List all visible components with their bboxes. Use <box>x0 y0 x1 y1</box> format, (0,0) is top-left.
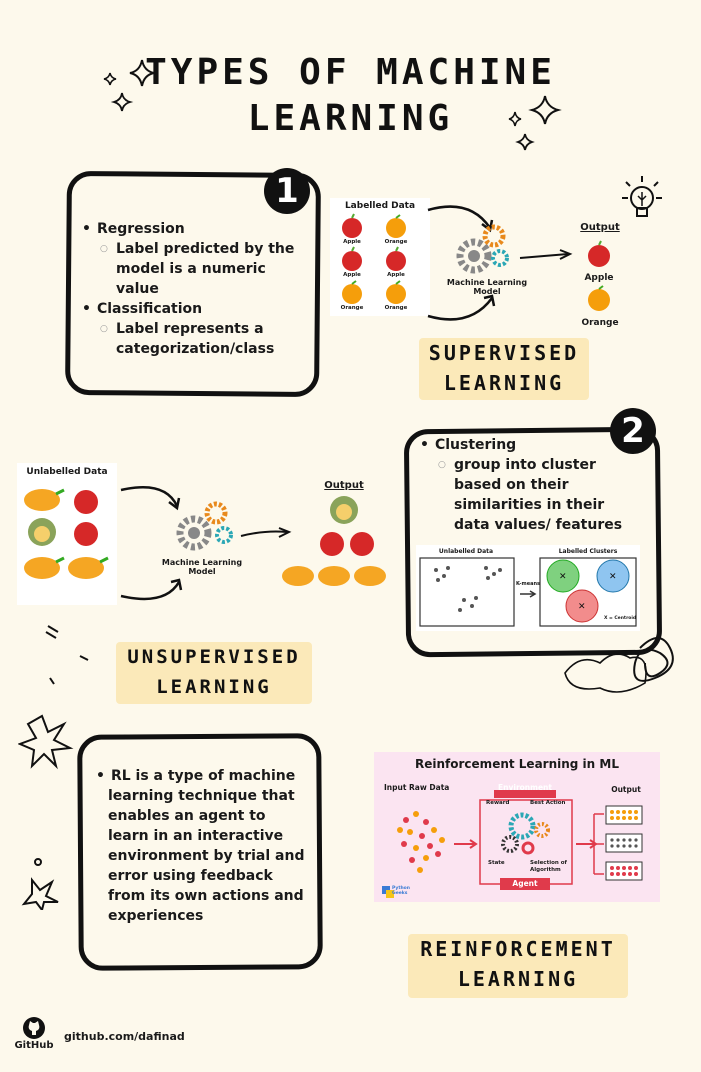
mango-icon <box>24 556 65 579</box>
cluster-left-title: Unlabelled Data <box>438 548 494 555</box>
kmeans-label: K-means <box>515 581 541 587</box>
reinforcement-learning-label: REINFORCEMENT LEARNING <box>408 934 628 998</box>
clustered-output-fruits <box>282 496 386 586</box>
bullet-classification: Classification <box>82 299 297 319</box>
centroid-legend: X = Centroid <box>604 616 637 621</box>
orange-icon <box>386 214 406 238</box>
unlabelled-data-header: Unlabelled Data <box>26 467 108 477</box>
unlabelled-fruits <box>24 488 109 579</box>
mango-icon <box>68 556 109 579</box>
mango-icon <box>24 488 65 511</box>
page-title: TYPES OF MACHINE LEARNING <box>0 50 701 142</box>
sparkle-icon <box>508 95 562 151</box>
rl-selection-label: Selection of Algorithm <box>530 860 567 873</box>
lightbulb-icon <box>622 176 662 217</box>
apple-icon <box>74 522 98 546</box>
unsupervised-output-header: Output <box>324 480 364 491</box>
rl-output-label: Output <box>611 785 641 794</box>
supervised-bullets: Regression Label predicted by the model … <box>82 219 297 359</box>
fruit-caption: Orange <box>384 305 408 311</box>
fruit-caption: Apple <box>343 272 361 278</box>
sparkle-icon <box>103 59 155 112</box>
bullet-regression: Regression <box>82 219 297 239</box>
sub-bullet-clustering: group into cluster based on their simila… <box>420 455 632 535</box>
title-line-2: LEARNING <box>247 98 454 139</box>
bullet-clustering: Clustering <box>420 435 632 455</box>
apple-icon <box>74 490 98 514</box>
unsupervised-flow <box>120 486 292 601</box>
label-line-1: UNSUPERVISED <box>127 646 301 668</box>
apple-icon <box>386 246 406 271</box>
mango-icon <box>318 566 350 586</box>
github-link[interactable]: github.com/dafinad <box>64 1030 185 1043</box>
fruit-caption: Apple <box>387 272 405 278</box>
gears-icon <box>176 501 233 551</box>
fruit-caption: Orange <box>340 305 364 311</box>
labelled-data-header: Labelled Data <box>344 201 416 211</box>
unsupervised-bullets: Clustering group into cluster based on t… <box>420 435 632 535</box>
model-label: Machine Learning Model <box>161 558 243 576</box>
label-line-2: LEARNING <box>457 967 579 991</box>
model-label: Machine Learning Model <box>446 278 528 296</box>
supervised-output-header: Output <box>580 222 620 233</box>
durian-icon <box>330 496 358 524</box>
github-icon <box>23 1017 45 1039</box>
mango-icon <box>282 566 314 586</box>
gears-icon <box>456 224 509 274</box>
apple-icon <box>320 532 344 556</box>
fruit-caption: Orange <box>384 239 408 245</box>
apple-icon <box>588 240 610 267</box>
rl-diagram-title: Reinforcement Learning in ML <box>415 757 619 771</box>
python-geeks-text: Python Geeks <box>392 886 410 896</box>
supervised-learning-label: SUPERVISED LEARNING <box>419 338 589 400</box>
label-line-1: REINFORCEMENT <box>420 937 616 961</box>
svg-text:✕: ✕ <box>609 572 617 582</box>
python-geeks-logo <box>382 886 394 898</box>
raw-data-cluster <box>397 811 445 873</box>
sub-bullet-classification: Label represents a categorization/class <box>82 319 297 359</box>
cluster-diagram: ✕ ✕ ✕ <box>419 557 637 627</box>
labelled-fruits <box>342 213 406 304</box>
svg-text:✕: ✕ <box>578 602 586 612</box>
orange-icon <box>386 280 406 304</box>
fruit-caption: Apple <box>343 239 361 245</box>
starburst-icon <box>18 714 74 910</box>
svg-text:✕: ✕ <box>559 572 567 582</box>
output-fruits <box>588 240 610 311</box>
bullet-rl-definition: RL is a type of machine learning techniq… <box>96 766 310 926</box>
orange-icon <box>588 285 610 311</box>
doodle-marks <box>45 625 89 685</box>
cluster-right-title: Labelled Clusters <box>558 548 618 555</box>
orange-icon <box>342 280 362 304</box>
rl-input-label: Input Raw Data <box>384 783 450 792</box>
rl-agent-label: Agent <box>512 879 538 888</box>
label-line-2: LEARNING <box>443 371 565 395</box>
mango-icon <box>354 566 386 586</box>
durian-icon <box>28 518 56 546</box>
rl-best-action-label: Best Action <box>530 800 566 806</box>
rl-diagram-graphic <box>382 790 643 898</box>
number-badge-1: 1 <box>264 168 310 214</box>
apple-icon <box>350 532 374 556</box>
output-apple-label: Apple <box>584 273 614 283</box>
title-line-1: TYPES OF MACHINE <box>145 52 556 93</box>
gears-icon <box>501 812 550 855</box>
sub-bullet-regression: Label predicted by the model is a numeri… <box>82 239 297 299</box>
unsupervised-learning-label: UNSUPERVISED LEARNING <box>116 642 312 704</box>
rl-reward-label: Reward <box>486 800 510 806</box>
reinforcement-bullets: RL is a type of machine learning techniq… <box>96 766 310 926</box>
output-orange-label: Orange <box>581 318 619 328</box>
label-line-1: SUPERVISED <box>428 341 580 365</box>
scribble-icon <box>564 637 674 693</box>
apple-icon <box>342 213 362 238</box>
label-line-2: LEARNING <box>156 676 272 698</box>
apple-icon <box>342 246 362 271</box>
rl-environment-label: Environment <box>498 783 552 792</box>
supervised-flow <box>427 205 573 321</box>
github-logo-text: GitHub <box>14 1040 54 1051</box>
rl-state-label: State <box>488 860 505 866</box>
